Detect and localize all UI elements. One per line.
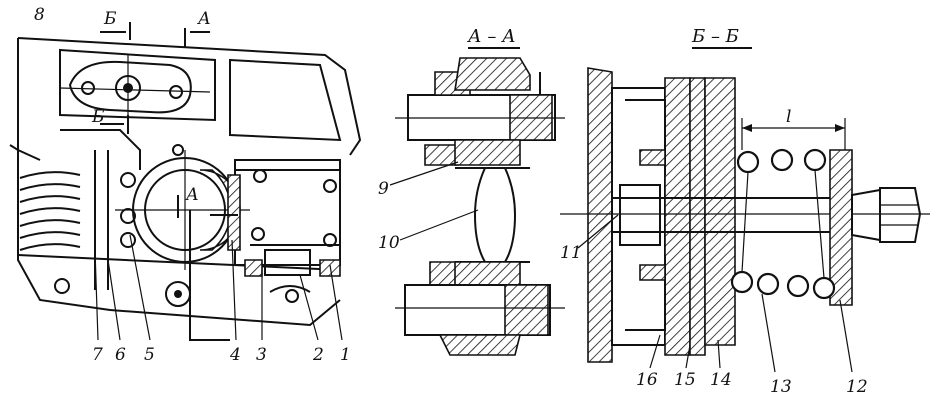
section-mark-a-top: А	[197, 9, 211, 29]
part-number-16: 16	[636, 370, 658, 390]
left-spring	[19, 171, 81, 251]
part-number-1: 1	[340, 345, 351, 365]
section-mark-b-top: Б	[103, 9, 117, 29]
part-number-14: 14	[710, 370, 732, 390]
section-title-bb: Б – Б	[691, 26, 739, 47]
section-mark-b-mid: Б	[91, 107, 105, 127]
part-number-12: 12	[846, 377, 868, 397]
part-number-13: 13	[770, 377, 792, 397]
part-number-5: 5	[144, 345, 155, 365]
section-b-b	[560, 47, 930, 373]
section-mark-a-mid: А	[185, 185, 199, 205]
part-number-9: 9	[378, 179, 389, 199]
part-number-6: 6	[115, 345, 126, 365]
part-number-7: 7	[92, 345, 103, 365]
spring-13	[730, 148, 836, 300]
part-number-10: 10	[378, 233, 400, 253]
dimension-label: l	[786, 107, 791, 127]
part-number-4: 4	[229, 345, 241, 365]
corner-label: 8	[34, 5, 45, 25]
part-number-2: 2	[312, 345, 324, 365]
section-a-a	[389, 47, 565, 356]
section-title-aa: А – А	[466, 26, 516, 47]
part-number-11: 11	[560, 243, 582, 263]
main-view	[9, 22, 362, 341]
part-number-15: 15	[674, 370, 696, 390]
part-number-3: 3	[256, 345, 267, 365]
